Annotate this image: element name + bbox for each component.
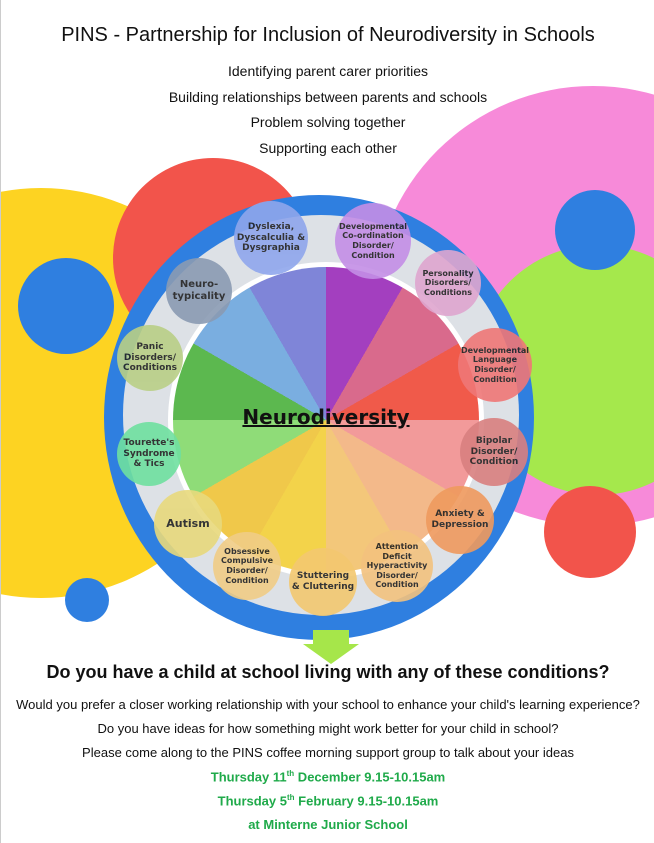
condition-bubble: Panic Disorders/ Conditions (117, 325, 183, 391)
condition-bubble: Neuro- typicality (166, 258, 232, 324)
date-line: Thursday 5th February 9.15-10.15am (1, 793, 654, 808)
deco-blue-circle (65, 578, 109, 622)
condition-bubble: Autism (154, 490, 222, 558)
date-text: Thursday 5 (217, 793, 287, 809)
condition-bubble: Stuttering & Cluttering (289, 548, 357, 616)
condition-bubble: Attention Deficit Hyperactivity Disorder… (361, 530, 433, 602)
date-line: Thursday 11th December 9.15-10.15am (1, 769, 654, 784)
date-suffix: th (286, 793, 295, 802)
paragraph: Would you prefer a closer working relati… (16, 697, 640, 712)
question-heading: Do you have a child at school living wit… (46, 662, 610, 682)
condition-bubble: Personality Disorders/ Conditions (415, 250, 481, 316)
subtitle: Supporting each other (259, 140, 397, 156)
deco-red-circle (544, 486, 636, 578)
subtitle: Problem solving together (250, 114, 406, 130)
page-title: PINS - Partnership for Inclusion of Neur… (61, 24, 595, 46)
subtitle: Building relationships between parents a… (168, 89, 488, 105)
condition-bubble: Dyslexia, Dyscalculia & Dysgraphia (234, 201, 308, 275)
date-time: February 9.15-10.15am (294, 793, 439, 809)
date-time: December 9.15-10.15am (294, 769, 446, 785)
condition-bubble: Developmental Language Disorder/ Conditi… (458, 328, 532, 402)
arrow-down-icon (303, 630, 359, 664)
condition-bubble: Bipolar Disorder/ Condition (460, 418, 528, 486)
deco-blue-circle (18, 258, 114, 354)
condition-bubble: Anxiety & Depression (426, 486, 494, 554)
date-suffix: th (286, 769, 295, 778)
subtitle: Identifying parent carer priorities (228, 63, 428, 79)
venue: at Minterne Junior School (248, 817, 408, 832)
condition-bubble: Developmental Co-ordination Disorder/ Co… (335, 203, 411, 279)
paragraph: Please come along to the PINS coffee mor… (82, 745, 574, 760)
date-text: Thursday 11 (210, 769, 287, 785)
paragraph: Do you have ideas for how something migh… (97, 721, 559, 736)
deco-blue-circle (555, 190, 635, 270)
wheel-center-label: Neurodiversity (242, 405, 410, 429)
condition-bubble: Tourette's Syndrome & Tics (117, 422, 181, 486)
condition-bubble: Obsessive Compulsive Disorder/ Condition (213, 532, 281, 600)
